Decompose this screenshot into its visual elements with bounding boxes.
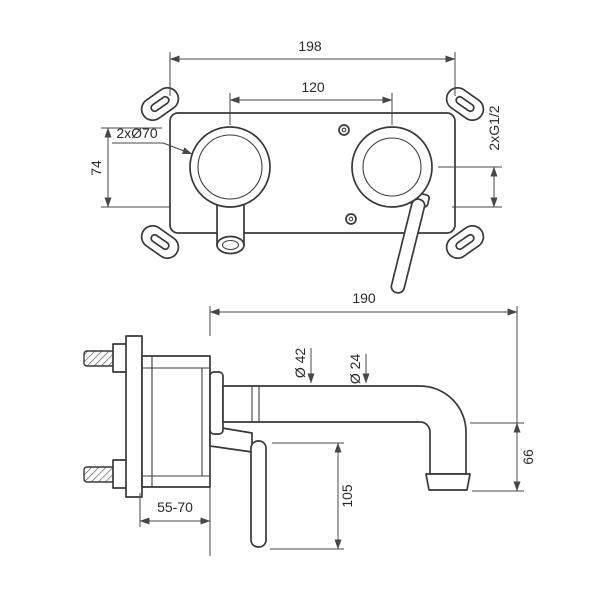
wall-screw-top [83,350,115,367]
dim-overall-width: 198 [169,38,456,96]
side-view-dimensions: 190 Ø 42 Ø 24 105 66 55-70 [139,290,536,550]
mounting-ear-bottom-left [140,224,180,260]
wall-screw-bottom [83,466,115,483]
dim-handle-drop: 105 [270,442,355,550]
front-view-dimensions: 198 120 2xØ70 74 2xG1/2 [88,38,502,208]
side-view [83,335,471,556]
dim-spout-diameter-label: Ø 24 [347,354,363,385]
dim-escutcheon-diameter-label: Ø 42 [292,348,308,379]
front-view [140,86,485,294]
aerator [425,473,471,491]
dim-mounting-holes: 2xØ70 [112,125,193,155]
dim-handle-drop-label: 105 [339,484,355,508]
dim-spout-reach: 190 [209,290,518,423]
screw-hole-bottom [345,213,357,225]
screw-plate-bottom [112,459,128,489]
handle-rod [250,440,267,548]
mounting-plate [125,335,143,498]
screw-hole-top [338,124,350,136]
dim-height: 74 [88,127,171,208]
wall-flange [209,371,224,435]
mounting-ear-top-right [445,86,485,122]
valve-housing [141,355,211,488]
dim-center-distance-label: 120 [301,79,325,95]
dim-outlet-drop-label: 66 [520,449,536,465]
dim-installation-depth-label: 55-70 [157,499,193,515]
right-port-circle [351,126,433,208]
screw-plate-top [112,343,128,373]
dim-connections-label: 2xG1/2 [486,105,502,150]
left-port-circle [189,126,271,208]
dim-installation-depth: 55-70 [139,493,211,527]
dim-mounting-holes-label: 2xØ70 [116,125,157,141]
dim-overall-width-label: 198 [298,38,322,54]
dim-escutcheon-diameter: Ø 42 [292,348,315,384]
mounting-ear-top-left [140,86,180,122]
dim-connections: 2xG1/2 [438,105,502,208]
dim-spout-reach-label: 190 [352,290,376,306]
dim-spout-diameter: Ø 24 [347,354,370,385]
dim-outlet-drop: 66 [470,422,536,492]
mounting-ear-bottom-right [445,224,485,260]
dim-height-label: 74 [88,160,104,176]
dim-center-distance: 120 [229,79,393,125]
spout-side [222,385,467,475]
